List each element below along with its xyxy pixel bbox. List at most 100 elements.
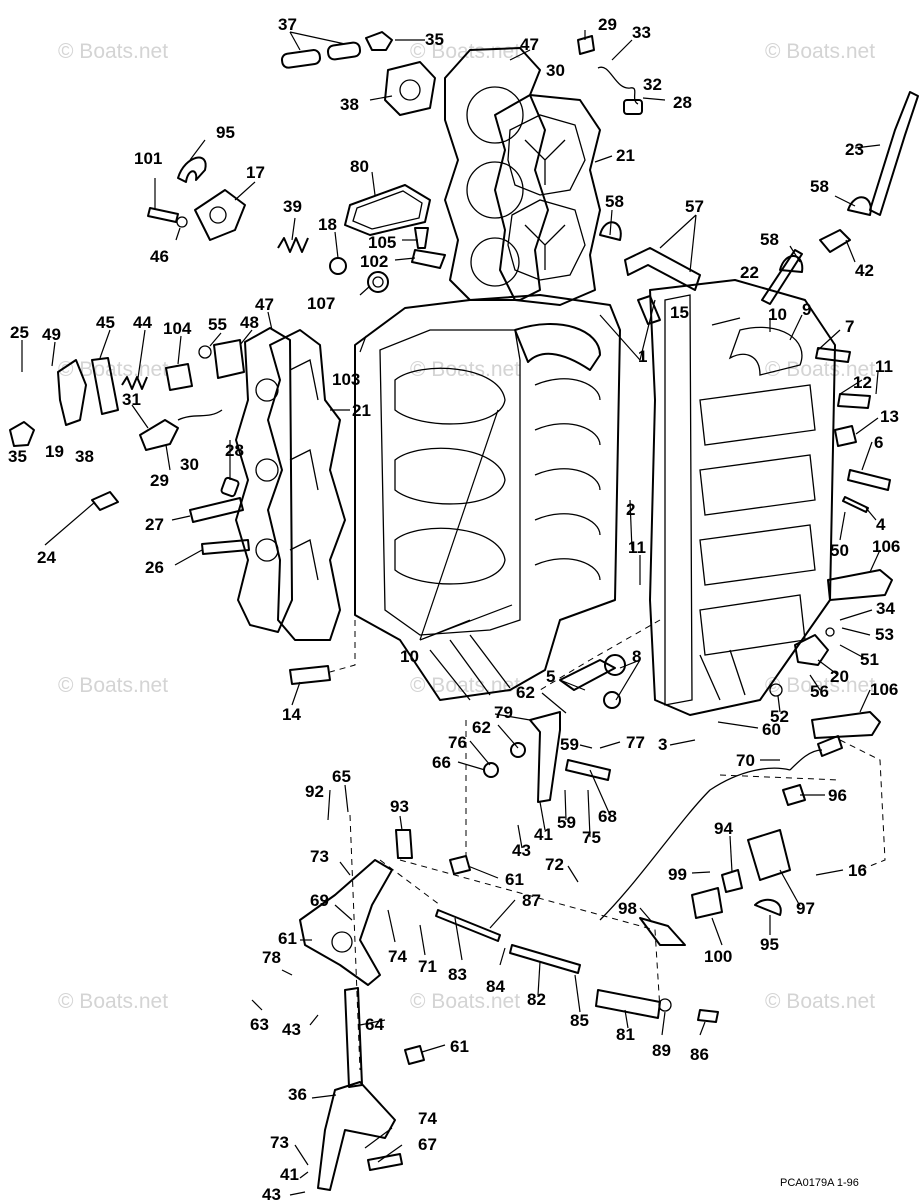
grommet-96 <box>782 784 806 806</box>
fitting-b <box>834 425 857 447</box>
callout-59: 59 <box>560 735 579 754</box>
callout-18: 18 <box>318 215 337 234</box>
arm-79 <box>529 711 561 803</box>
watermark-text: © Boats.net <box>765 674 875 697</box>
switch-97 <box>747 829 791 881</box>
callout-11-b: 11 <box>875 357 893 376</box>
diagram-code: PCA0179A 1-96 <box>780 1177 859 1189</box>
callout-55: 55 <box>208 315 227 334</box>
watermark-text: © Boats.net <box>765 990 875 1013</box>
crankcase <box>649 279 836 716</box>
callout-75: 75 <box>582 828 601 847</box>
callout-26: 26 <box>145 558 164 577</box>
connector-70 <box>817 735 843 757</box>
callout-42: 42 <box>855 261 874 280</box>
callout-20: 20 <box>830 667 849 686</box>
hose-fitting-left <box>9 421 35 447</box>
fitting-right <box>819 229 851 253</box>
callout-3: 3 <box>658 735 667 754</box>
callout-105: 105 <box>368 233 396 252</box>
watermark-text: © Boats.net <box>410 40 520 63</box>
cylinder-head-cover-top <box>494 94 601 306</box>
cover-gasket <box>344 184 431 236</box>
fitting-a <box>837 393 871 409</box>
callout-43-c: 43 <box>262 1185 281 1200</box>
callout-30: 30 <box>546 61 565 80</box>
callout-80: 80 <box>350 157 369 176</box>
hose-middle <box>624 247 701 291</box>
callout-29-b: 29 <box>150 471 169 490</box>
callout-98: 98 <box>618 899 637 918</box>
head-gasket-top <box>444 47 549 301</box>
watermark-text: © Boats.net <box>410 358 520 381</box>
callout-10: 10 <box>400 647 419 666</box>
callout-94: 94 <box>714 819 733 838</box>
gasket-left <box>91 357 119 415</box>
callout-77: 77 <box>626 733 645 752</box>
callout-21: 21 <box>616 146 635 165</box>
cylinder-head-left <box>267 329 346 641</box>
callout-63: 63 <box>250 1015 269 1034</box>
callout-36: 36 <box>288 1085 307 1104</box>
seal <box>367 271 389 293</box>
callout-23: 23 <box>845 140 864 159</box>
callout-104: 104 <box>163 319 192 338</box>
callout-50: 50 <box>830 541 849 560</box>
callout-84: 84 <box>486 977 505 996</box>
watermark-text: © Boats.net <box>410 674 520 697</box>
callout-93: 93 <box>390 797 409 816</box>
callout-35-b: 35 <box>8 447 27 466</box>
callout-4: 4 <box>876 515 886 534</box>
watermark-text: © Boats.net <box>765 40 875 63</box>
callout-60: 60 <box>762 720 781 739</box>
callout-13: 13 <box>880 407 899 426</box>
callout-47: 47 <box>520 35 539 54</box>
callout-45: 45 <box>96 313 115 332</box>
callout-86: 86 <box>690 1045 709 1064</box>
callout-102: 102 <box>360 252 388 271</box>
callout-29: 29 <box>598 15 617 34</box>
callout-89: 89 <box>652 1041 671 1060</box>
watermark-text: © Boats.net <box>58 40 168 63</box>
throttle-lever <box>299 859 393 986</box>
callout-56: 56 <box>810 682 829 701</box>
callout-12: 12 <box>853 373 872 392</box>
head-gasket-left <box>235 327 293 633</box>
rod-82 <box>509 944 581 974</box>
clamp-95b <box>754 898 782 916</box>
callout-97: 97 <box>796 899 815 918</box>
callout-44: 44 <box>133 313 152 332</box>
callout-39: 39 <box>283 197 302 216</box>
callout-47-b: 47 <box>255 295 274 314</box>
sensor-98 <box>639 917 686 946</box>
pump-body-top <box>384 61 436 116</box>
housing-left <box>213 339 245 379</box>
callout-73: 73 <box>310 847 329 866</box>
callout-34: 34 <box>876 599 895 618</box>
callout-67: 67 <box>418 1135 437 1154</box>
callout-96: 96 <box>828 786 847 805</box>
callout-69: 69 <box>310 891 329 910</box>
callout-43-b: 43 <box>282 1020 301 1039</box>
callout-37: 37 <box>278 15 297 34</box>
callout-11: 11 <box>628 538 646 557</box>
callout-31: 31 <box>122 390 141 409</box>
callout-21-b: 21 <box>352 401 371 420</box>
callout-57: 57 <box>685 197 704 216</box>
callout-83: 83 <box>448 965 467 984</box>
callout-72: 72 <box>545 855 564 874</box>
callout-85: 85 <box>570 1011 589 1030</box>
pivot-shaft <box>559 659 616 691</box>
screw <box>414 227 429 249</box>
callouts: 37 35 38 47 29 30 33 32 28 21 23 58 42 5… <box>8 15 900 1200</box>
callout-27: 27 <box>145 515 164 534</box>
housing-cover-left <box>57 359 87 426</box>
callout-33: 33 <box>632 23 651 42</box>
hose-upper <box>280 49 322 69</box>
callout-59-b: 59 <box>557 813 576 832</box>
bracket-106a <box>827 569 893 601</box>
callout-64: 64 <box>365 1015 384 1034</box>
callout-6: 6 <box>874 433 883 452</box>
callout-17: 17 <box>246 163 265 182</box>
callout-30-b: 30 <box>180 455 199 474</box>
